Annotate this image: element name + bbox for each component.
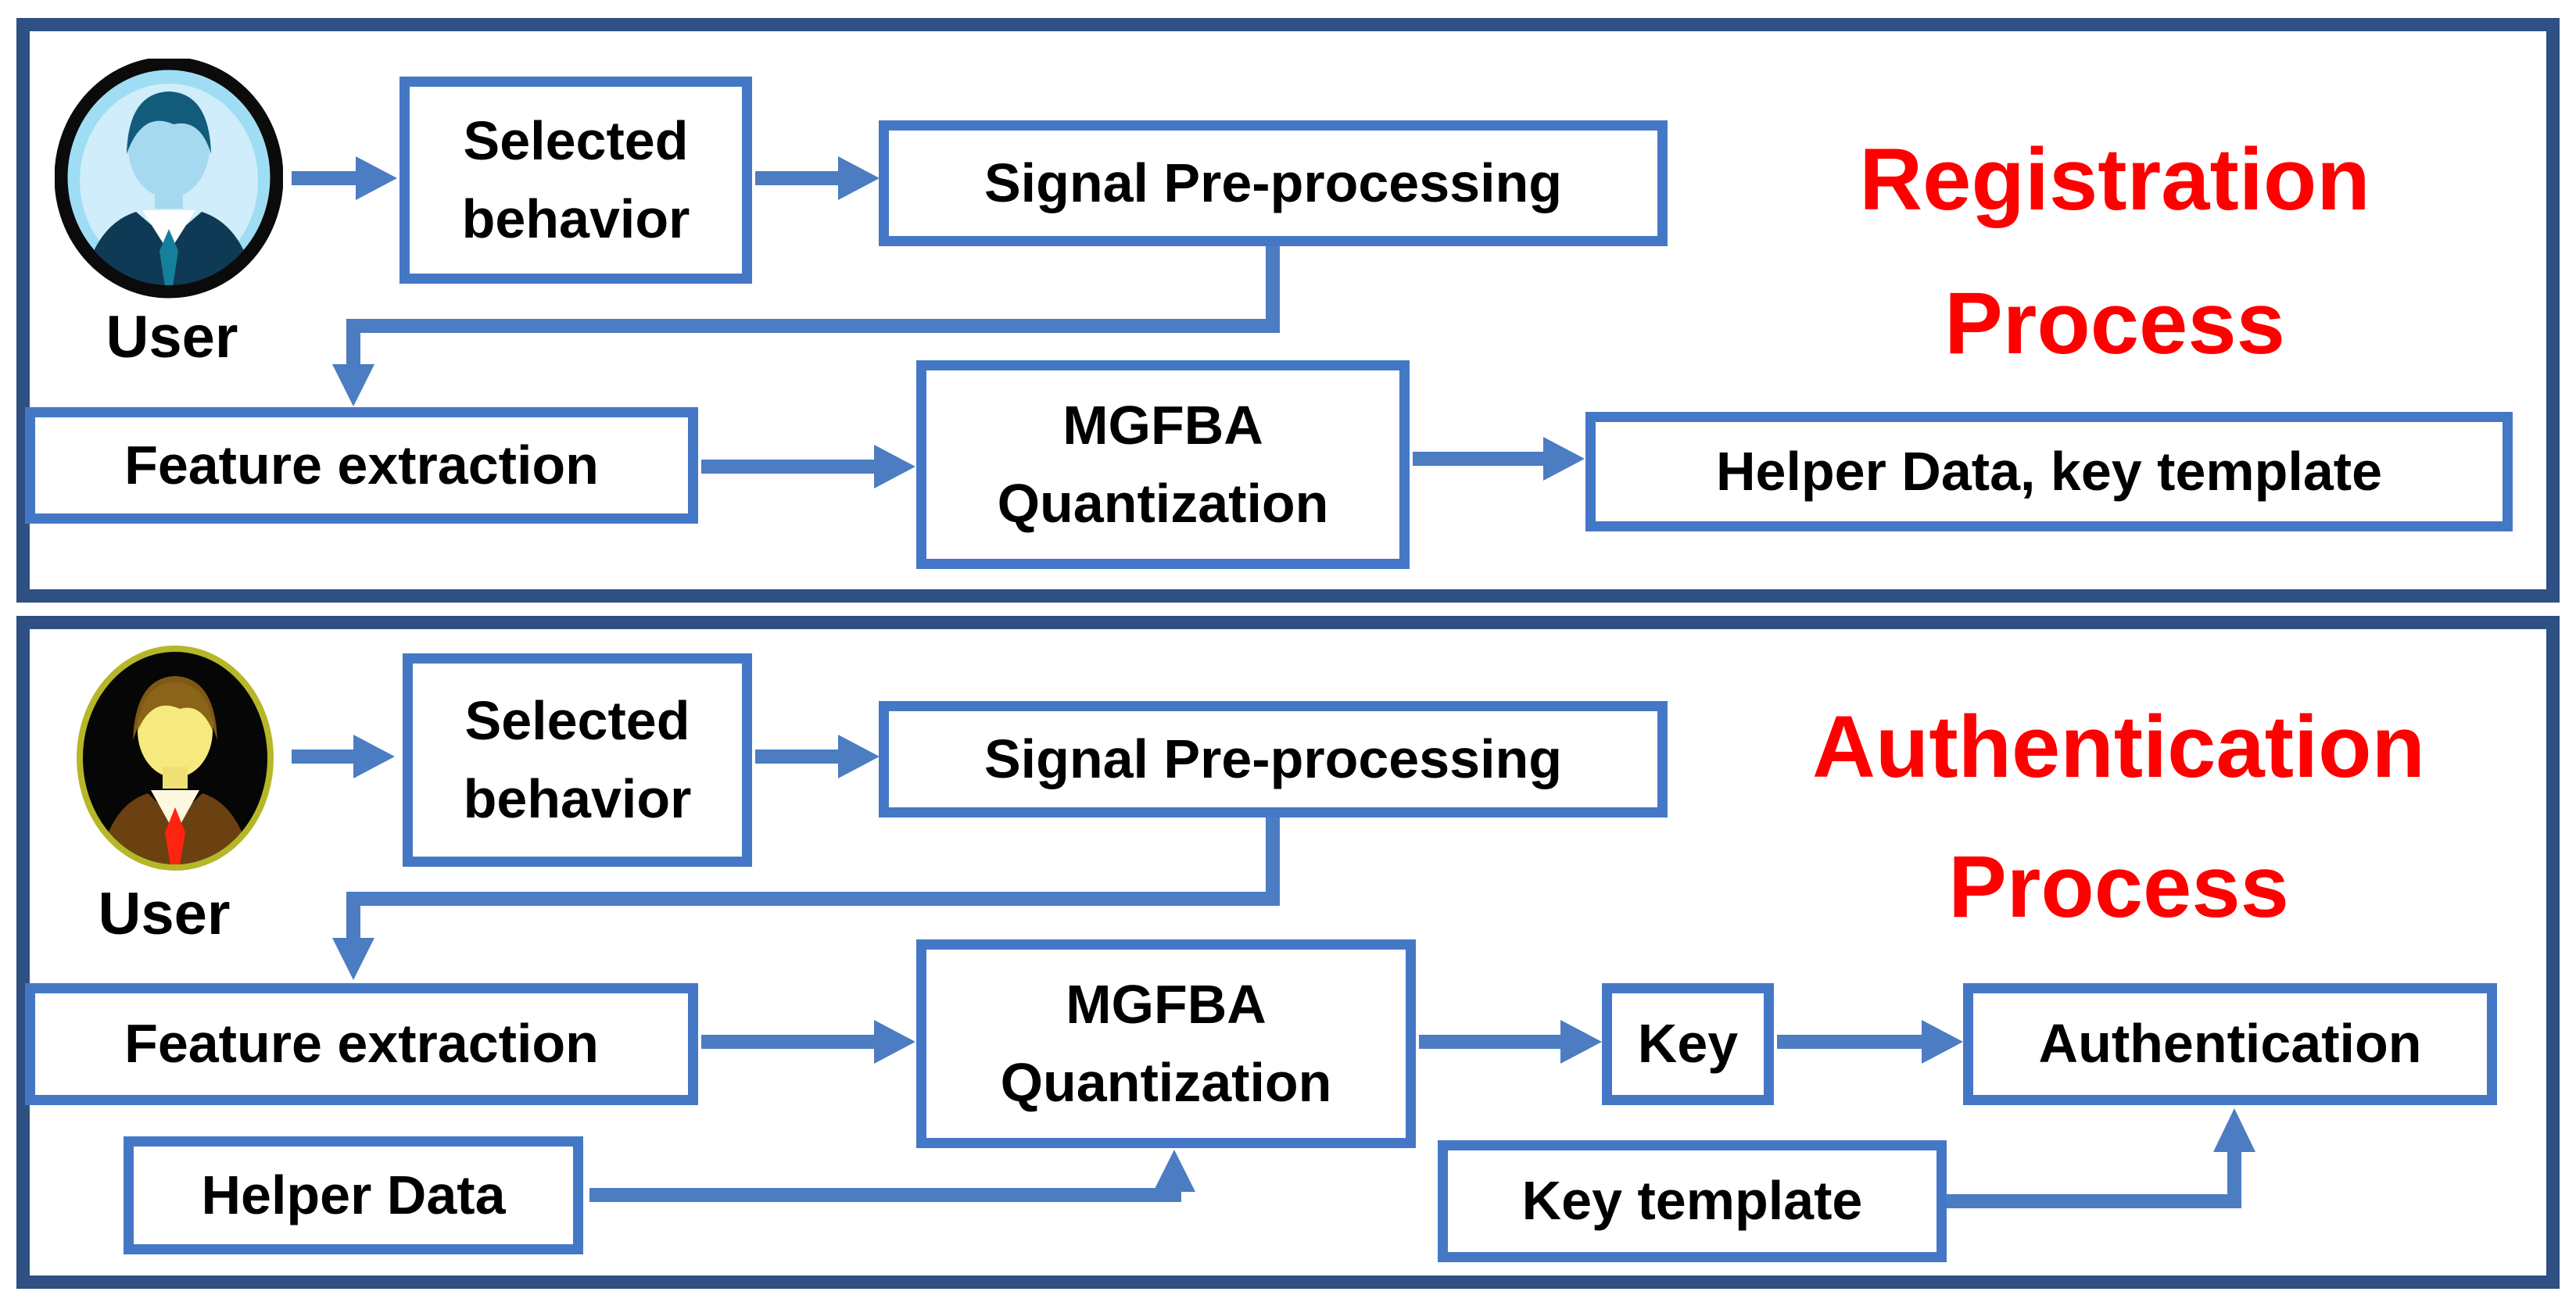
- arrowhead: [1560, 1020, 1602, 1064]
- box-mgfba-quantization-registration: MGFBA Quantization: [916, 360, 1410, 569]
- box-authentication: Authentication: [1963, 983, 2497, 1105]
- arrowhead: [332, 364, 374, 406]
- user-avatar-icon-authentication: [77, 646, 274, 871]
- box-selected-behavior-registration: Selected behavior: [399, 77, 752, 284]
- registration-panel: [16, 18, 2560, 603]
- elbow-helperdata-to-mgfba: [589, 1188, 1181, 1202]
- arrowhead: [1153, 1150, 1195, 1192]
- box-mgfba-quantization-authentication: MGFBA Quantization: [916, 939, 1416, 1148]
- box-signal-preprocessing-authentication: Signal Pre-processing: [879, 701, 1668, 817]
- user-label-authentication: User: [98, 881, 231, 947]
- elbow-signal-to-feature-reg: [346, 246, 1280, 364]
- authentication-process-title: Authentication Process: [1812, 698, 2425, 936]
- arrowhead: [1922, 1020, 1963, 1064]
- arrowhead: [2213, 1108, 2255, 1152]
- box-helper-data-key-template: Helper Data, key template: [1585, 412, 2513, 531]
- box-helper-data: Helper Data: [124, 1136, 583, 1254]
- arrowhead: [838, 156, 880, 200]
- arrowhead: [1543, 437, 1585, 481]
- box-selected-behavior-authentication: Selected behavior: [403, 653, 752, 867]
- box-signal-preprocessing-registration: Signal Pre-processing: [879, 120, 1668, 246]
- arrowhead: [356, 156, 397, 200]
- box-feature-extraction-registration: Feature extraction: [25, 407, 698, 524]
- arrowhead: [332, 938, 374, 980]
- arrowhead: [874, 1020, 915, 1064]
- user-avatar-icon-registration: [55, 59, 283, 299]
- arrowhead: [838, 735, 880, 778]
- user-label-registration: User: [106, 304, 238, 370]
- arrowhead: [353, 735, 395, 778]
- authentication-panel: [16, 616, 2560, 1289]
- arrowhead: [874, 445, 915, 488]
- box-key: Key: [1602, 983, 1774, 1105]
- registration-process-title: Registration Process: [1859, 131, 2370, 372]
- box-key-template: Key template: [1438, 1140, 1947, 1262]
- box-feature-extraction-authentication: Feature extraction: [25, 983, 698, 1105]
- elbow-signal-to-feature-auth: [346, 817, 1280, 938]
- elbow-keytemplate-to-authentication: [1947, 1152, 2241, 1208]
